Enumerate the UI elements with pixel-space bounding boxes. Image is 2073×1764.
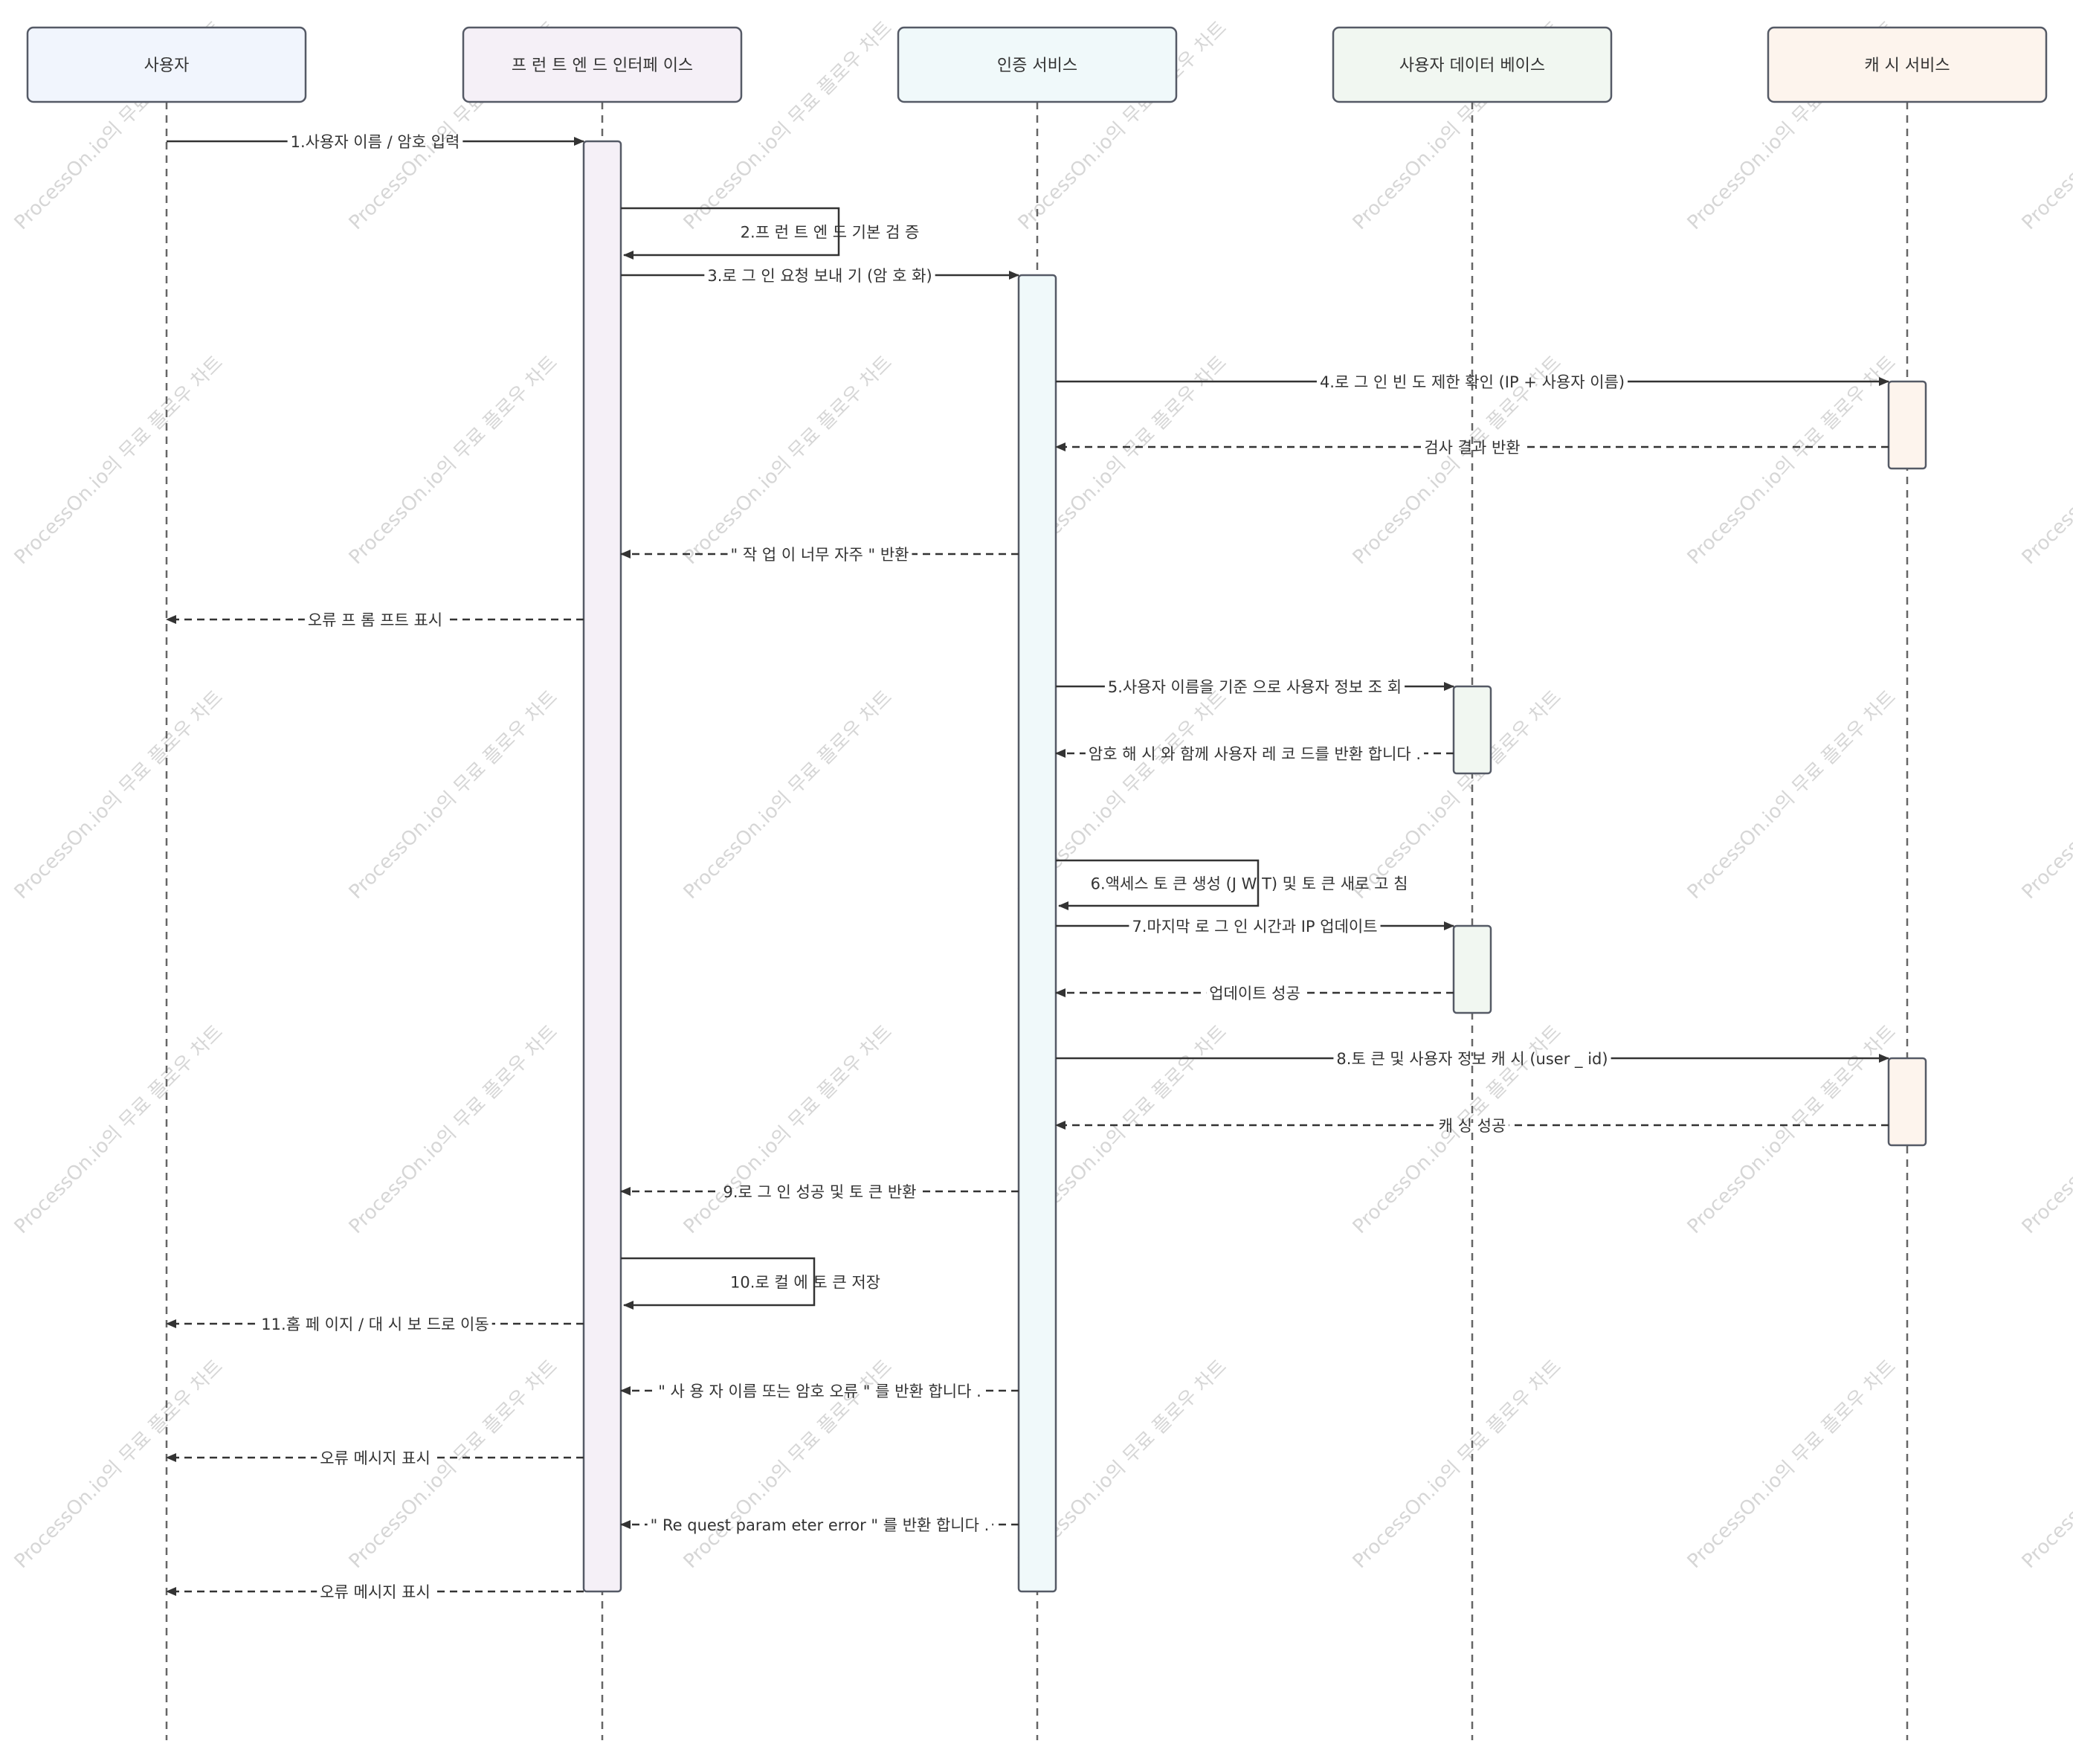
message-label: 6.액세스 토 큰 생성 (J W T) 및 토 큰 새로 고 침 (1091, 875, 1408, 893)
actor-label: 사용자 (144, 57, 190, 75)
message-label: 업데이트 성공 (1209, 985, 1300, 1002)
self-message-arrow (621, 1257, 816, 1310)
message-label: 검사 결과 반환 (1424, 439, 1520, 457)
message-label: 2.프 런 트 엔 드 기본 검 증 (741, 224, 920, 242)
message-label: " 사 용 자 이름 또는 암호 오류 " 를 반환 합니다 . (658, 1382, 981, 1400)
activation-bars (582, 140, 1927, 1593)
message: 6.액세스 토 큰 생성 (J W T) 및 토 큰 새로 고 침 (1056, 859, 1408, 910)
actor-box (26, 26, 307, 103)
message-label: 5.사용자 이름을 기준 으로 사용자 정보 조 회 (1108, 678, 1402, 696)
watermark-text: ProcessOn.io의 무료 플로우 차트 (10, 686, 228, 904)
watermark-text: ProcessOn.io의 무료 플로우 차트 (10, 1356, 228, 1573)
message: 8.토 큰 및 사용자 정보 캐 시 (user _ id) (1056, 1050, 1889, 1069)
watermark-text: ProcessOn.io의 무료 플로우 차트 (680, 686, 897, 904)
message-label: 7.마지막 로 그 인 시간과 IP 업데이트 (1132, 918, 1377, 936)
watermark-text: ProcessOn.io의 무료 플로우 차트 (10, 352, 228, 569)
message: 오류 메시지 표시 (166, 1449, 584, 1467)
message: " 작 업 이 너무 자주 " 반환 (620, 546, 1019, 564)
message: 10.로 컬 에 토 큰 저장 (621, 1257, 880, 1310)
watermark-text: ProcessOn.io의 무료 플로우 차트 (1683, 686, 1900, 904)
watermark-text: ProcessOn.io의 무료 플로우 차트 (2018, 1356, 2073, 1573)
messages: 1.사용자 이름 / 암호 입력 2.프 런 트 엔 드 기본 검 증 3.로 그 … (166, 133, 1889, 1601)
message-label: 3.로 그 인 요청 보내 기 (암 호 화) (707, 267, 932, 285)
message-label: " Re quest param eter error " 를 반환 합니다 . (651, 1516, 990, 1534)
watermark-text: ProcessOn.io의 무료 플로우 차트 (345, 686, 562, 904)
message-label: " 작 업 이 너무 자주 " 반환 (731, 546, 909, 564)
actor-label: 캐 시 서비스 (1864, 57, 1950, 75)
message: 캐 싱 성공 (1055, 1117, 1889, 1135)
message: " Re quest param eter error " 를 반환 합니다 . (620, 1516, 1019, 1534)
message-label: 9.로 그 인 성공 및 토 큰 반환 (723, 1183, 917, 1201)
message-label: 11.홈 페 이지 / 대 시 보 드로 이동 (261, 1316, 489, 1333)
message: 3.로 그 인 요청 보내 기 (암 호 화) (621, 267, 1019, 285)
watermark-text: ProcessOn.io의 무료 플로우 차트 (2018, 686, 2073, 904)
message-label: 오류 프 롬 프트 표시 (308, 611, 442, 629)
actor-headers: 사용자 프 런 트 엔 드 인터페 이스 인증 서비스 사용자 데이터 베이스 캐 시 … (26, 26, 2048, 103)
activation-bar (1452, 924, 1492, 1014)
watermark-text: ProcessOn.io의 무료 플로우 차트 (680, 352, 897, 569)
watermark-text: ProcessOn.io의 무료 플로우 차트 (345, 352, 562, 569)
actor-label: 사용자 데이터 베이스 (1399, 57, 1545, 75)
message: 2.프 런 트 엔 드 기본 검 증 (621, 207, 920, 260)
message-label: 8.토 큰 및 사용자 정보 캐 시 (user _ id) (1336, 1050, 1608, 1069)
message-label: 캐 싱 성공 (1439, 1117, 1506, 1135)
watermark-text: ProcessOn.io의 무료 플로우 차트 (1683, 1021, 1900, 1238)
message: 검사 결과 반환 (1055, 439, 1889, 457)
activation-bar (1452, 685, 1492, 775)
activation-bar (1017, 274, 1057, 1593)
message: 오류 메시지 표시 (166, 1583, 584, 1601)
actor-label: 인증 서비스 (997, 57, 1077, 75)
self-message-arrow (621, 207, 840, 260)
actor-box (1767, 26, 2048, 103)
watermark-text: ProcessOn.io의 무료 플로우 차트 (1349, 1356, 1566, 1573)
message-label: 1.사용자 이름 / 암호 입력 (291, 133, 460, 151)
actor-label: 프 런 트 엔 드 인터페 이스 (512, 57, 693, 75)
watermark-text: ProcessOn.io의 무료 플로우 차트 (1683, 352, 1900, 569)
message: 업데이트 성공 (1055, 985, 1454, 1002)
message: 4.로 그 인 빈 도 제한 확인 (IP + 사용자 이름) (1056, 373, 1889, 391)
self-message-arrow (1056, 859, 1260, 910)
message-label: 4.로 그 인 빈 도 제한 확인 (IP + 사용자 이름) (1320, 373, 1625, 391)
watermark-text: ProcessOn.io의 무료 플로우 차트 (10, 1021, 228, 1238)
message: 1.사용자 이름 / 암호 입력 (167, 133, 584, 151)
actor-box (897, 26, 1178, 103)
actor-box (1332, 26, 1613, 103)
message: 오류 프 롬 프트 표시 (166, 611, 584, 629)
watermark-text: ProcessOn.io의 무료 플로우 차트 (680, 1021, 897, 1238)
activation-bar (582, 140, 622, 1593)
message-label: 오류 메시지 표시 (320, 1583, 431, 1601)
watermark-text: ProcessOn.io의 무료 플로우 차트 (345, 1021, 562, 1238)
actor-box (462, 26, 743, 103)
activation-bar (1887, 1057, 1927, 1147)
message-label: 오류 메시지 표시 (320, 1449, 431, 1467)
message: 9.로 그 인 성공 및 토 큰 반환 (620, 1183, 1019, 1201)
message: " 사 용 자 이름 또는 암호 오류 " 를 반환 합니다 . (620, 1382, 1019, 1400)
activation-bar (1887, 380, 1927, 470)
message: 11.홈 페 이지 / 대 시 보 드로 이동 (166, 1316, 584, 1333)
message-label: 10.로 컬 에 토 큰 저장 (730, 1274, 880, 1292)
message: 5.사용자 이름을 기준 으로 사용자 정보 조 회 (1056, 678, 1454, 696)
message: 암호 해 시 와 함께 사용자 레 코 드를 반환 합니다 . (1055, 745, 1454, 763)
message-label: 암호 해 시 와 함께 사용자 레 코 드를 반환 합니다 . (1089, 745, 1421, 763)
watermark-text: ProcessOn.io의 무료 플로우 차트 (2018, 1021, 2073, 1238)
watermark-text: ProcessOn.io의 무료 플로우 차트 (2018, 352, 2073, 569)
message: 7.마지막 로 그 인 시간과 IP 업데이트 (1056, 918, 1454, 936)
watermark-text: ProcessOn.io의 무료 플로우 차트 (1683, 1356, 1900, 1573)
